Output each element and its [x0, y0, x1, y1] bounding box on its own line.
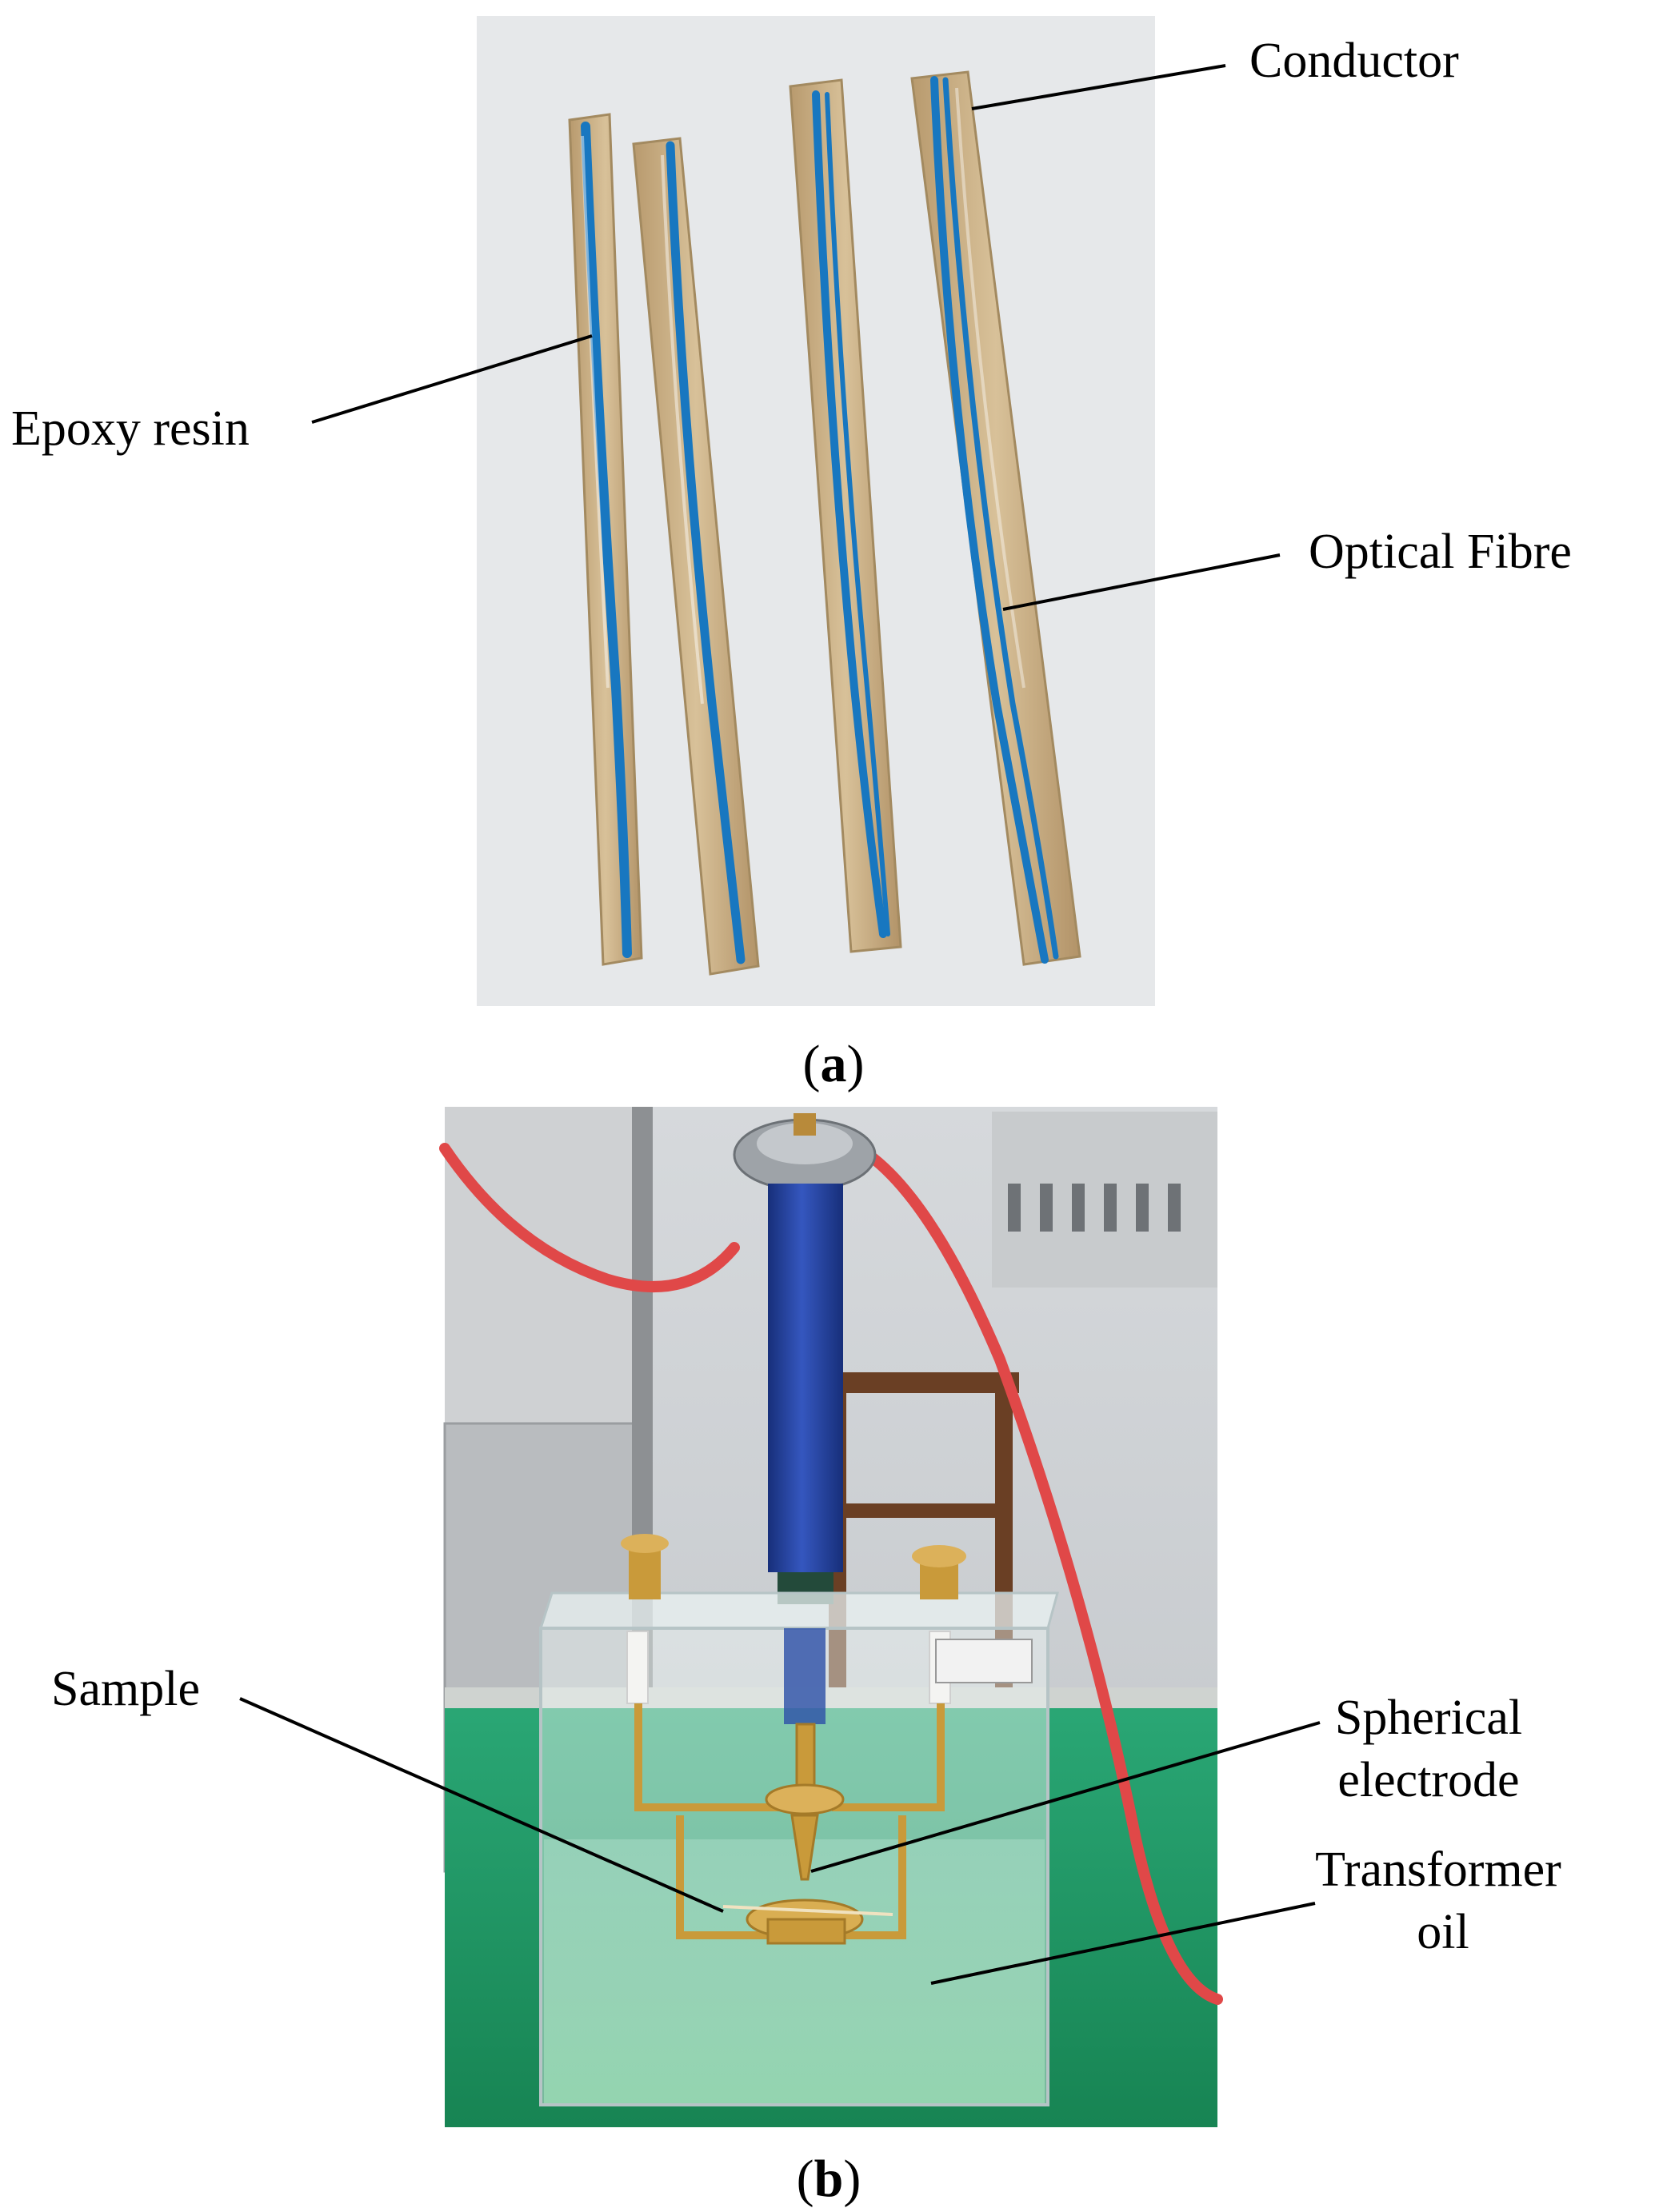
panel-b: Sample Spherical electrode Transformer o… — [51, 1107, 1561, 2208]
sample-strip — [632, 137, 760, 976]
panel-a: Conductor Epoxy resin Optical Fibre (a) — [11, 16, 1572, 1093]
conductor-leader — [971, 64, 1226, 110]
label-epoxy-resin: Epoxy resin — [11, 401, 250, 456]
radiator — [1008, 1184, 1181, 1232]
optical-fibre — [942, 77, 1059, 960]
label-sample: Sample — [51, 1662, 200, 1716]
sample-strip — [910, 70, 1081, 966]
optical-fibre — [666, 141, 746, 964]
red-cable — [439, 1143, 740, 1292]
electrode-assembly — [634, 1703, 945, 1945]
optical-fibre-leader — [1002, 553, 1281, 611]
label-spherical: Spherical — [1335, 1691, 1522, 1745]
epoxy-resin-leader — [311, 334, 593, 424]
spherical-electrode — [765, 1783, 845, 1815]
spherical-electrode-leader — [810, 1721, 1321, 1873]
caption-b: (b) — [797, 2150, 861, 2208]
label-optical-fibre: Optical Fibre — [1309, 525, 1572, 579]
label-oil: oil — [1417, 1905, 1469, 1959]
sample-strip — [789, 78, 902, 953]
sample-strip — [568, 113, 643, 966]
optical-fibre — [581, 122, 632, 958]
transformer-oil-leader — [930, 1902, 1316, 1985]
optical-fibre — [930, 76, 1049, 964]
sample-leader — [239, 1697, 724, 1913]
label-transformer: Transformer — [1315, 1843, 1561, 1897]
caption-a: (a) — [803, 1035, 865, 1093]
optical-fibre — [812, 90, 887, 938]
label-electrode: electrode — [1337, 1753, 1519, 1807]
hv-rod — [733, 1113, 877, 1604]
optical-fibre — [825, 92, 890, 936]
label-conductor: Conductor — [1249, 34, 1459, 88]
transformer-oil — [544, 1839, 1045, 2103]
